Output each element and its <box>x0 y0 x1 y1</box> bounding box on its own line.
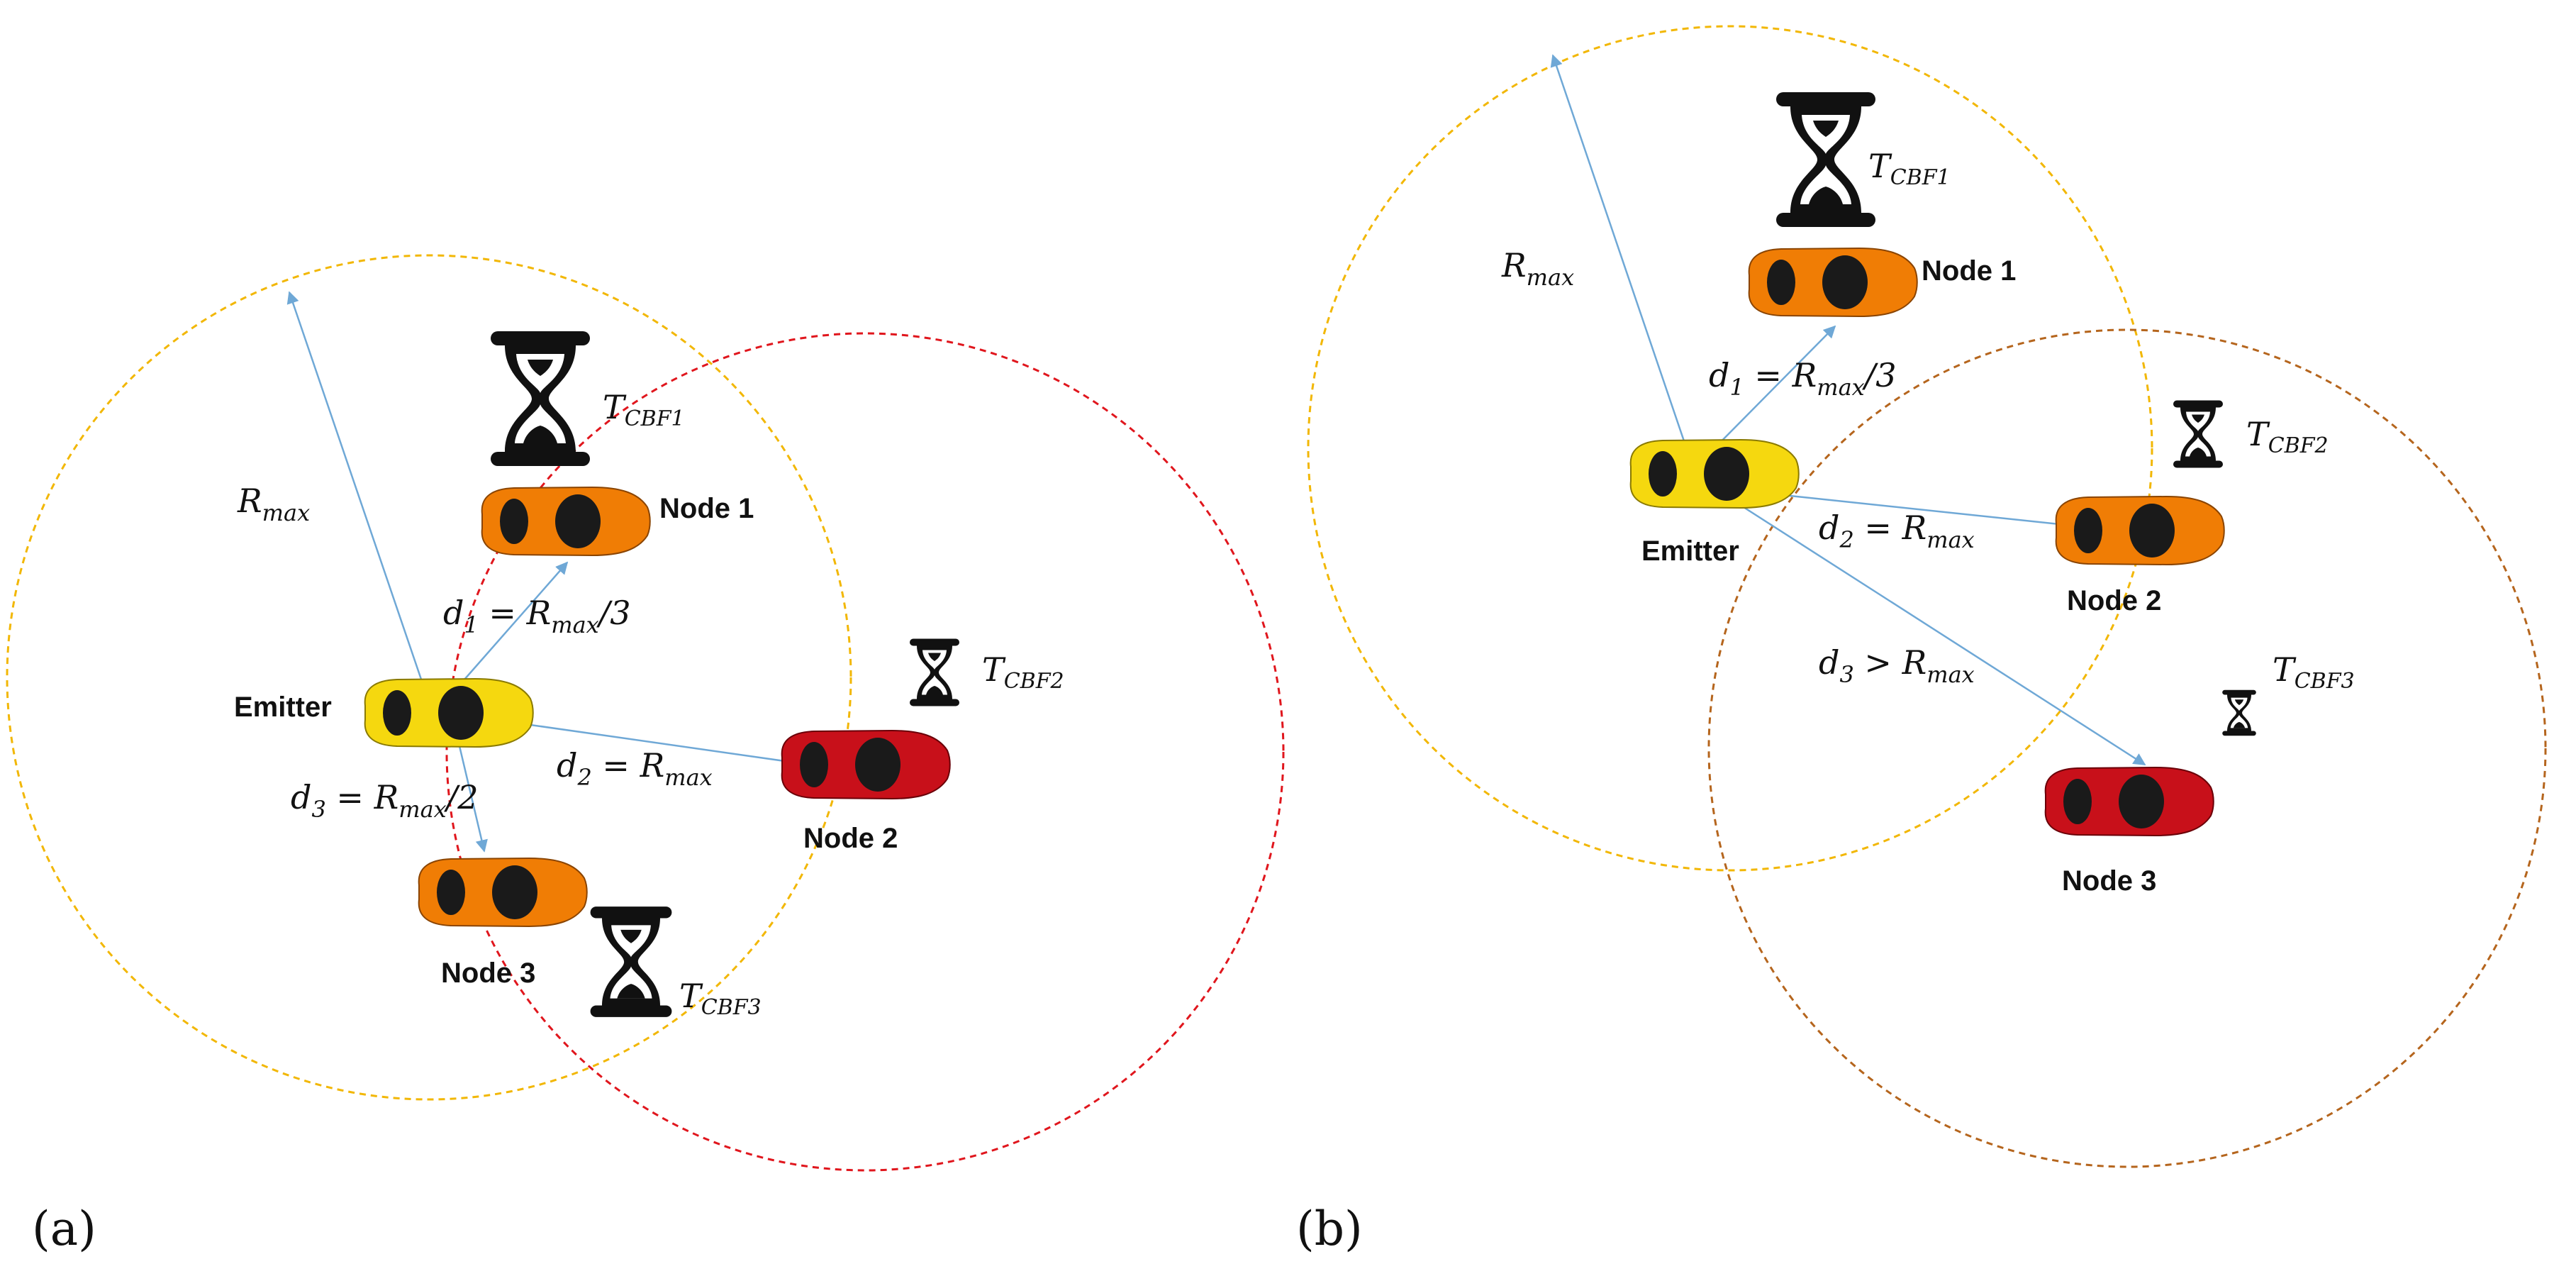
panel-a: Rmax Emitter Node 1 Node 2 Node 3 d1 = R… <box>6 254 1285 1256</box>
emitter-label: Emitter <box>234 692 332 723</box>
d3-label: d3 > Rmax <box>1819 643 1975 688</box>
d3-arrow <box>1715 488 2146 766</box>
emitter-range-circle <box>6 254 852 1101</box>
panel-b-label: (b) <box>1296 1202 1363 1256</box>
tcbf2-label: TCBF2 <box>982 650 1064 694</box>
node1-car <box>1748 248 1918 317</box>
node1-label: Node 1 <box>1922 255 2016 287</box>
d1-arrow <box>453 561 569 692</box>
rmax-label: Rmax <box>237 482 310 526</box>
hourglass-icon <box>2173 400 2223 468</box>
node2-car <box>2055 496 2225 565</box>
node3-label: Node 3 <box>2062 865 2156 897</box>
d2-label: d2 = Rmax <box>557 746 713 791</box>
emitter-car <box>1629 439 1800 509</box>
hourglass-icon <box>590 906 672 1017</box>
hourglass-icon <box>910 638 959 706</box>
node2-label: Node 2 <box>2067 585 2161 616</box>
tcbf1-label: TCBF1 <box>1868 147 1951 190</box>
node3-label: Node 3 <box>441 958 535 989</box>
hourglass-icon <box>491 331 590 466</box>
node3-car <box>418 858 588 927</box>
hourglass-icon <box>2222 689 2256 736</box>
hourglass-icon <box>1776 92 1875 227</box>
node2-range-circle <box>1707 328 2547 1168</box>
emitter-range-circle <box>1307 25 2153 872</box>
node2-range-circle <box>445 332 1285 1172</box>
node2-label: Node 2 <box>803 823 898 854</box>
tcbf3-label: TCBF3 <box>679 977 762 1020</box>
node1-label: Node 1 <box>659 493 754 524</box>
node2-car <box>781 730 951 799</box>
emitter-label: Emitter <box>1641 536 1739 567</box>
node1-car <box>481 487 651 556</box>
panel-b: Rmax Emitter Node 1 Node 2 Node 3 d1 = R… <box>1296 25 2547 1256</box>
emitter-car <box>364 678 534 748</box>
rmax-arrow <box>286 291 430 703</box>
node3-car <box>2044 767 2214 836</box>
rmax-arrow <box>1550 54 1695 469</box>
rmax-label: Rmax <box>1501 246 1574 291</box>
d1-label: d1 = Rmax/3 <box>1709 356 1896 401</box>
d3-label: d3 = Rmax/2 <box>291 778 478 823</box>
tcbf2-label: TCBF2 <box>2246 415 2329 458</box>
tcbf3-label: TCBF3 <box>2273 650 2355 694</box>
d1-label: d1 = Rmax/3 <box>443 594 630 638</box>
d1-arrow <box>1701 325 1836 462</box>
d2-label: d2 = Rmax <box>1819 509 1975 553</box>
panel-a-label: (a) <box>32 1202 96 1256</box>
tcbf1-label: TCBF1 <box>603 388 685 431</box>
